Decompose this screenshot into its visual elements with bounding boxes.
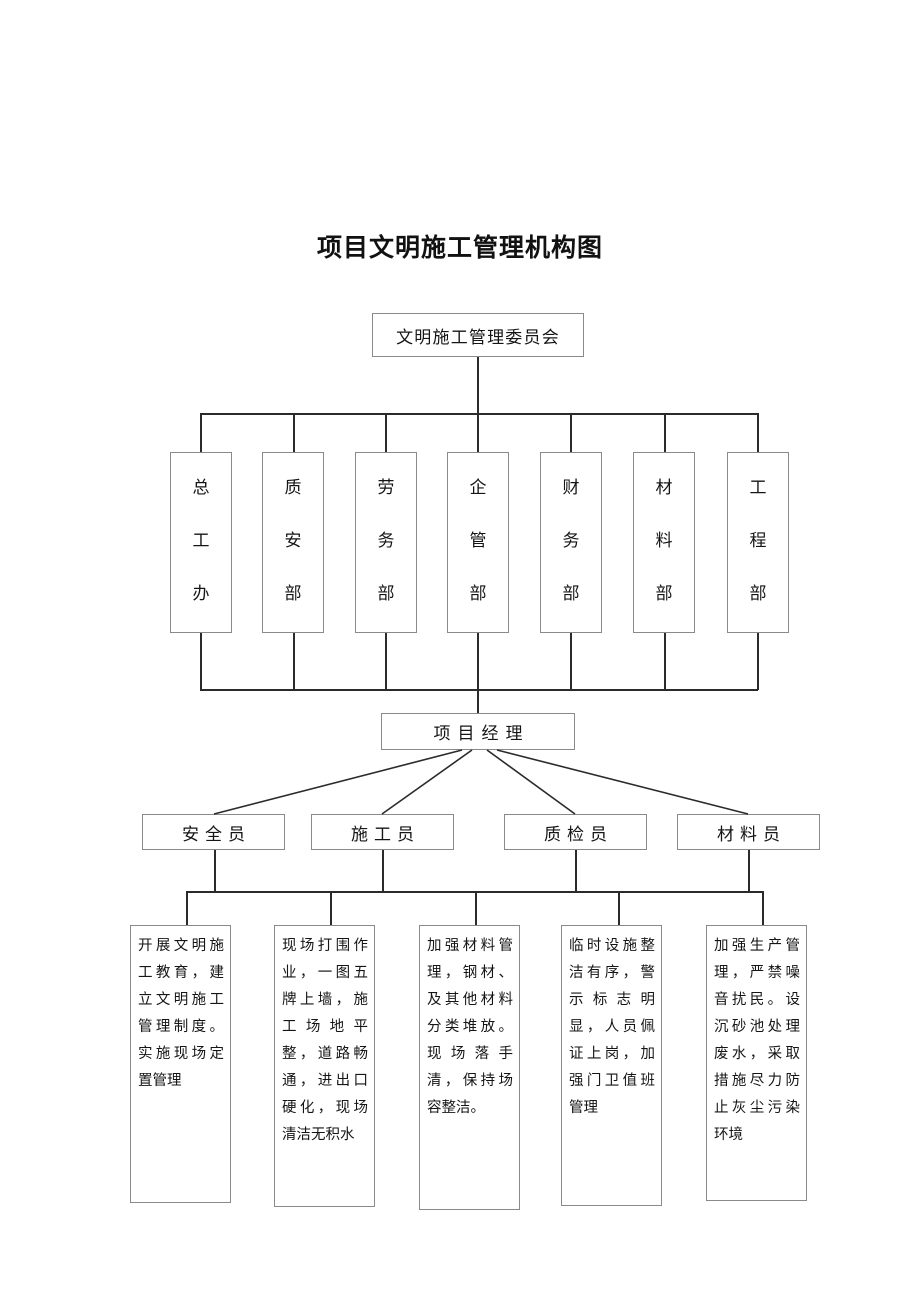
connector-drop-detail-3: [475, 891, 477, 925]
connector-drop-detail-1: [186, 891, 188, 925]
connector-drop-detail-5: [762, 891, 764, 925]
node-detail-1[interactable]: 开展文明施工教育，建立文明施工管理制度。实施现场定置管理: [130, 925, 231, 1203]
node-project-manager[interactable]: 项目经理: [381, 713, 575, 750]
node-role-3[interactable]: 质检员: [504, 814, 647, 850]
connector-drop-detail-2: [330, 891, 332, 925]
node-committee[interactable]: 文明施工管理委员会: [372, 313, 584, 357]
node-department-5[interactable]: 财 务 部: [540, 452, 602, 633]
node-department-6[interactable]: 材 料 部: [633, 452, 695, 633]
node-department-5-char-2: 务: [562, 531, 580, 551]
connector-rise-dept-1: [200, 633, 202, 690]
node-department-3-char-3: 部: [377, 584, 395, 604]
node-department-2-char-2: 安: [284, 531, 302, 551]
node-role-4-label: 材料员: [717, 824, 786, 845]
connector-manager-stem: [477, 689, 479, 714]
node-role-2[interactable]: 施工员: [311, 814, 454, 850]
node-role-1-label: 安全员: [182, 824, 251, 845]
connector-drop-dept-2: [293, 413, 295, 452]
node-department-7-char-2: 程: [749, 531, 767, 551]
node-role-1[interactable]: 安全员: [142, 814, 285, 850]
node-role-3-label: 质检员: [544, 824, 613, 845]
connector-rise-dept-5: [570, 633, 572, 690]
connector-upper-bus: [200, 413, 758, 415]
node-department-7-char-3: 部: [749, 584, 767, 604]
connector-rise-role-4: [748, 850, 750, 892]
node-detail-2[interactable]: 现场打围作业，一图五牌上墙，施工场地平整，道路畅通，进出口硬化，现场清洁无积水: [274, 925, 375, 1207]
node-project-manager-label: 项目经理: [433, 724, 530, 744]
connector-diagonal-2: [381, 749, 473, 815]
node-detail-4-text: 临时设施整洁有序，警示标志明显，人员佩证上岗，加强门卫值班管理: [569, 938, 655, 1116]
node-detail-2-text: 现场打围作业，一图五牌上墙，施工场地平整，道路畅通，进出口硬化，现场清洁无积水: [282, 938, 368, 1143]
connector-drop-dept-1: [200, 413, 202, 452]
node-department-4-char-3: 部: [469, 584, 487, 604]
node-department-1-char-3: 办: [192, 584, 210, 604]
connector-lower-bus: [200, 689, 758, 691]
page-title: 项目文明施工管理机构图: [316, 233, 603, 262]
node-department-6-char-1: 材: [655, 478, 673, 498]
node-department-2-char-3: 部: [284, 584, 302, 604]
node-department-2[interactable]: 质 安 部: [262, 452, 324, 633]
node-detail-5-text: 加强生产管理，严禁噪音扰民。设沉砂池处理废水，采取措施尽力防止灰尘污染环境: [714, 938, 800, 1143]
node-department-1-char-2: 工: [192, 531, 210, 551]
connector-rise-dept-4: [477, 633, 479, 690]
node-detail-3-text: 加强材料管理，钢材、及其他材料分类堆放。现场落手清，保持场容整洁。: [427, 938, 513, 1116]
node-department-4[interactable]: 企 管 部: [447, 452, 509, 633]
node-department-1-char-1: 总: [192, 478, 210, 498]
node-department-4-char-1: 企: [469, 478, 487, 498]
connector-rise-role-3: [575, 850, 577, 892]
connector-rise-role-2: [382, 850, 384, 892]
node-department-1[interactable]: 总 工 办: [170, 452, 232, 633]
connector-drop-dept-4: [477, 413, 479, 452]
connector-rise-dept-7: [757, 633, 759, 690]
connector-detail-bus: [186, 891, 763, 893]
node-department-3-char-2: 务: [377, 531, 395, 551]
node-committee-label: 文明施工管理委员会: [396, 327, 560, 348]
node-department-5-char-3: 部: [562, 584, 580, 604]
node-detail-1-text: 开展文明施工教育，建立文明施工管理制度。实施现场定置管理: [138, 938, 224, 1089]
connector-drop-dept-6: [664, 413, 666, 452]
node-department-6-char-2: 料: [655, 531, 673, 551]
node-department-3-char-1: 劳: [377, 478, 395, 498]
connector-rise-dept-2: [293, 633, 295, 690]
node-department-7[interactable]: 工 程 部: [727, 452, 789, 633]
connector-rise-dept-6: [664, 633, 666, 690]
node-role-2-label: 施工员: [351, 824, 420, 845]
connector-drop-dept-5: [570, 413, 572, 452]
connector-diagonal-3: [486, 749, 576, 815]
connector-committee-stem: [477, 357, 479, 414]
connector-drop-dept-7: [757, 413, 759, 452]
node-detail-5[interactable]: 加强生产管理，严禁噪音扰民。设沉砂池处理废水，采取措施尽力防止灰尘污染环境: [706, 925, 807, 1201]
node-detail-3[interactable]: 加强材料管理，钢材、及其他材料分类堆放。现场落手清，保持场容整洁。: [419, 925, 520, 1210]
connector-rise-role-1: [214, 850, 216, 892]
node-department-5-char-1: 财: [562, 478, 580, 498]
node-department-2-char-1: 质: [284, 478, 302, 498]
connector-rise-dept-3: [385, 633, 387, 690]
node-detail-4[interactable]: 临时设施整洁有序，警示标志明显，人员佩证上岗，加强门卫值班管理: [561, 925, 662, 1206]
node-department-4-char-2: 管: [469, 531, 487, 551]
connector-diagonal-1: [213, 749, 463, 815]
node-department-7-char-1: 工: [749, 478, 767, 498]
node-role-4[interactable]: 材料员: [677, 814, 820, 850]
node-department-3[interactable]: 劳 务 部: [355, 452, 417, 633]
connector-drop-detail-4: [618, 891, 620, 925]
connector-diagonal-4: [496, 749, 749, 815]
connector-drop-dept-3: [385, 413, 387, 452]
node-department-6-char-3: 部: [655, 584, 673, 604]
